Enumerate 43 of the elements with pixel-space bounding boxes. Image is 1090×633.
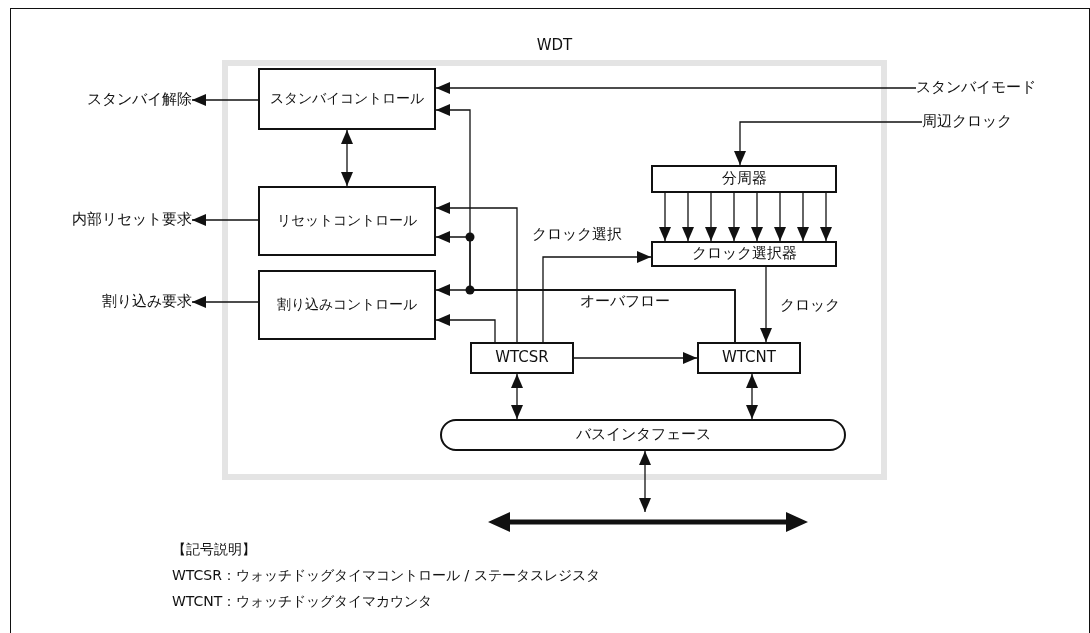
double-arrow xyxy=(341,129,353,187)
arrow xyxy=(797,192,809,242)
arrow xyxy=(191,296,259,308)
arrow xyxy=(751,192,763,242)
signal-label: スタンバイモード xyxy=(916,76,1076,100)
arrow xyxy=(435,314,496,343)
arrow xyxy=(191,94,259,106)
double-arrow xyxy=(639,450,651,513)
block-box: スタンバイコントロール xyxy=(258,68,436,130)
block-box: リセットコントロール xyxy=(258,186,436,256)
arrow xyxy=(573,352,698,364)
edge-label: オーバフロー xyxy=(578,292,672,311)
arrow xyxy=(820,192,832,242)
arrow xyxy=(682,192,694,242)
bus-arrow xyxy=(488,512,808,532)
edge-label: クロック選択 xyxy=(530,225,624,244)
arrow xyxy=(435,82,917,94)
arrow xyxy=(191,214,259,226)
arrow xyxy=(760,266,772,343)
double-arrow xyxy=(511,373,523,420)
arrow xyxy=(542,251,652,343)
block-box: 割り込みコントロール xyxy=(258,270,436,340)
arrow xyxy=(728,192,740,242)
arrow xyxy=(659,192,671,242)
legend-note: WTCNT：ウォッチドッグタイマカウンタ xyxy=(172,593,433,611)
block-box: WTCSR xyxy=(470,342,574,374)
legend-note: WTCSR：ウォッチドッグタイマコントロール / ステータスレジスタ xyxy=(172,567,600,585)
block-box: クロック選択器 xyxy=(651,241,837,267)
group-title: WDT xyxy=(535,35,574,56)
arrow xyxy=(774,192,786,242)
block-box: WTCNT xyxy=(697,342,801,374)
block-box: 分周器 xyxy=(651,165,837,193)
bus-interface-box: バスインタフェース xyxy=(440,419,846,451)
signal-label: 周辺クロック xyxy=(922,110,1072,134)
arrow xyxy=(435,104,736,343)
arrow xyxy=(734,121,923,166)
signal-label: スタンバイ解除 xyxy=(50,88,192,112)
arrow xyxy=(705,192,717,242)
arrow xyxy=(435,202,518,343)
legend-note: 【記号説明】 xyxy=(172,541,256,559)
signal-label: 割り込み要求 xyxy=(60,290,192,314)
double-arrow xyxy=(746,373,758,420)
signal-label: 内部リセット要求 xyxy=(30,208,192,232)
